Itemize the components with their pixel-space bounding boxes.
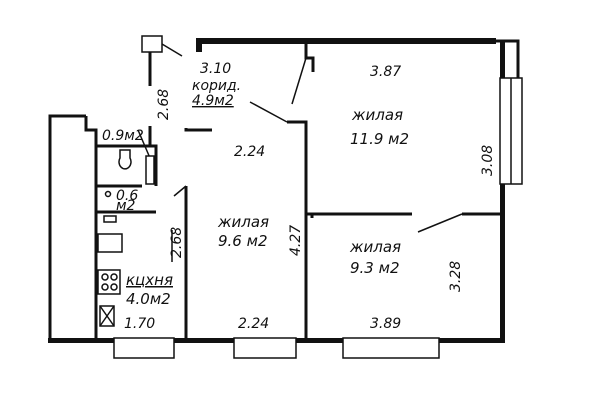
window-bottom-kitchen <box>113 337 175 359</box>
stove-burner-icon <box>101 283 109 291</box>
room-labels: корид. 4.9м2 жилая 11.9 м2 жилая 9.6 м2 … <box>102 78 409 308</box>
vent-duct-line <box>161 43 183 57</box>
stove-burner-icon <box>101 273 109 281</box>
toilet-icon <box>118 149 132 170</box>
door-top-room <box>291 57 307 105</box>
ventilation-shaft <box>141 35 163 53</box>
top-right-wall-jog <box>496 39 520 78</box>
room-area-living-middle: 9.6 м2 <box>218 232 267 250</box>
door-corridor-leaf <box>249 101 288 123</box>
window-bottom-center <box>233 337 297 359</box>
dimension-corridor-bottom: 2.24 <box>234 144 265 160</box>
dimension-partition: 4.27 <box>288 225 304 256</box>
top-wall-left-stub <box>196 38 202 52</box>
room-area-toilet: 0.6 <box>116 188 138 204</box>
dimension-bottom-room-right: 3.28 <box>448 261 464 292</box>
dimension-top-room-width: 3.87 <box>370 64 401 80</box>
dimension-center-room-bottom: 2.24 <box>238 316 269 332</box>
room-area-kitchen: 4.0м2 <box>126 290 171 308</box>
room-name-living-middle: жилая <box>217 213 269 231</box>
room-area-corridor: 4.9м2 <box>192 93 234 109</box>
room-name-living-top: жилая <box>351 106 403 124</box>
room-name-kitchen: кцхня <box>126 271 173 289</box>
stove-burner-icon <box>110 273 118 281</box>
window-bottom-right <box>342 337 440 359</box>
shelf-icon <box>103 215 117 223</box>
dimension-kitchen-bottom: 1.70 <box>124 316 155 332</box>
room-name-corridor: корид. <box>192 78 241 94</box>
dimension-center-room-left: 2.68 <box>169 227 185 258</box>
dimension-corridor-top: 3.10 <box>200 61 231 77</box>
center-top-wall <box>184 128 212 132</box>
sink-icon <box>104 190 112 198</box>
bathroom-door <box>137 129 151 159</box>
right-wall-lower <box>500 184 505 342</box>
exterior-walls <box>48 38 523 359</box>
dimension-corridor-left: 2.68 <box>156 89 172 120</box>
room-area-toilet-unit: м2 <box>116 198 136 214</box>
top-room-partition <box>304 44 315 72</box>
interior-walls <box>141 35 500 338</box>
dimension-labels: 3.10 3.87 2.68 2.24 3.08 2.68 4.27 3.28 … <box>124 61 496 332</box>
right-wall-upper <box>500 42 505 78</box>
dimension-bottom-room-bottom: 3.89 <box>370 316 401 332</box>
room-name-living-bottom: жилая <box>349 238 401 256</box>
corridor-right-wall <box>287 120 308 338</box>
door-bottom-room <box>417 213 463 233</box>
room-area-living-bottom: 9.3 м2 <box>350 259 399 277</box>
stove-burner-icon <box>110 283 118 291</box>
bathroom-right-wall <box>148 126 158 186</box>
kitchen-cabinet-cross <box>99 305 115 327</box>
kitchen-sink-icon <box>97 233 123 253</box>
room-area-bathroom: 0.9м2 <box>102 128 144 144</box>
toilet-tank-icon <box>145 155 155 185</box>
top-wall <box>196 38 496 44</box>
room-area-living-top: 11.9 м2 <box>350 130 409 148</box>
left-wall <box>48 114 86 341</box>
stove-icon <box>97 269 121 295</box>
wet-zone <box>84 116 173 338</box>
door-swing-corridor <box>173 185 187 197</box>
dimension-top-room-right: 3.08 <box>480 145 496 176</box>
